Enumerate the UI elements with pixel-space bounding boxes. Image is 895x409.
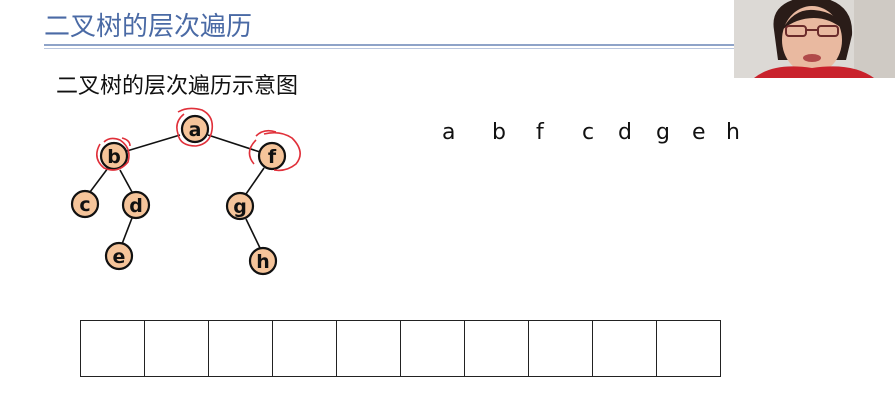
node-label-h: h xyxy=(256,251,270,273)
sequence-item: f xyxy=(536,120,544,145)
tree-node-b: b xyxy=(99,141,129,171)
node-label-e: e xyxy=(113,246,126,268)
diagram-subtitle: 二叉树的层次遍历示意图 xyxy=(56,74,299,99)
presenter-webcam xyxy=(734,0,895,78)
queue-cell xyxy=(337,321,401,377)
slide-title: 二叉树的层次遍历 xyxy=(44,12,253,42)
tree-edges xyxy=(89,134,265,249)
tree-node-h: h xyxy=(248,246,278,276)
annotation-circle-a xyxy=(176,107,214,147)
node-label-g: g xyxy=(233,196,247,218)
tree-node-e: e xyxy=(104,241,134,271)
sequence-item: c xyxy=(582,120,595,145)
sequence-item: a xyxy=(442,120,456,145)
edge-a-f xyxy=(207,134,261,153)
queue-cell xyxy=(273,321,337,377)
edge-f-g xyxy=(245,167,265,195)
node-label-f: f xyxy=(268,146,277,168)
tree-node-a: a xyxy=(180,114,210,144)
edge-a-b xyxy=(119,134,181,154)
sequence-item: e xyxy=(692,120,706,145)
red-annotation-marks xyxy=(96,107,301,172)
sequence-item: d xyxy=(618,120,632,145)
queue-array xyxy=(80,320,721,377)
tree-node-c: c xyxy=(70,189,100,219)
sequence-item: b xyxy=(492,120,506,145)
queue-cell xyxy=(465,321,529,377)
tree-node-f: f xyxy=(257,141,287,171)
node-label-c: c xyxy=(79,194,90,216)
tree-node-g: g xyxy=(225,191,255,221)
edge-d-e xyxy=(121,217,133,245)
sequence-item: h xyxy=(726,120,740,145)
queue-cell xyxy=(593,321,657,377)
queue-cell xyxy=(145,321,209,377)
annotation-circle-f xyxy=(248,129,301,172)
tree-node-d: d xyxy=(121,190,151,220)
node-label-a: a xyxy=(189,119,202,141)
queue-cell xyxy=(529,321,593,377)
sequence-item: g xyxy=(656,120,670,145)
queue-cell xyxy=(401,321,465,377)
edge-g-h xyxy=(245,218,261,249)
queue-cell xyxy=(81,321,145,377)
node-label-d: d xyxy=(129,195,143,217)
queue-cell xyxy=(209,321,273,377)
annotation-circle-b xyxy=(96,137,131,171)
edge-b-d xyxy=(119,169,133,193)
binary-tree-diagram: a b f c d g e h xyxy=(70,107,301,276)
edge-b-c xyxy=(89,167,109,193)
title-divider xyxy=(44,44,734,46)
node-label-b: b xyxy=(107,146,121,168)
queue-cell xyxy=(657,321,721,377)
title-divider-thin xyxy=(44,48,734,49)
